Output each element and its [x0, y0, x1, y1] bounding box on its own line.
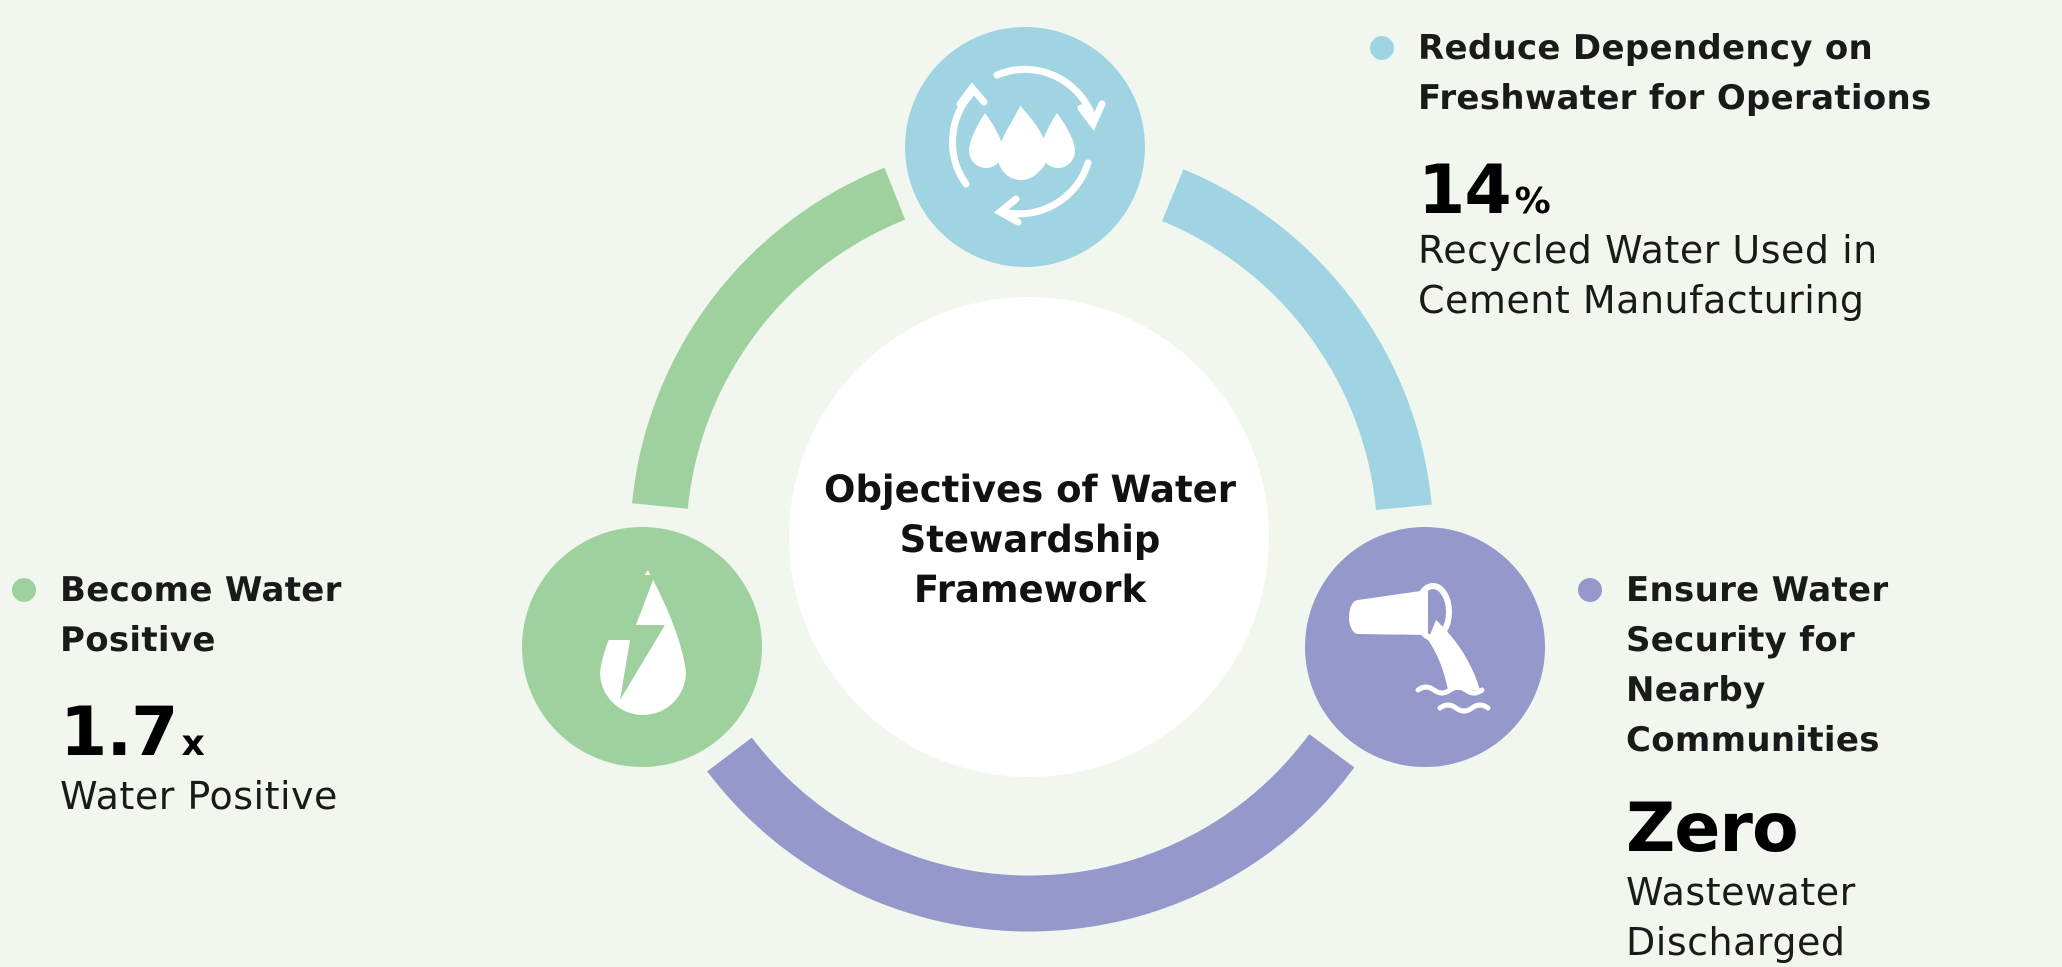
bullet-dot	[12, 578, 36, 602]
center-title: Objectives of Water Stewardship Framewor…	[823, 468, 1237, 611]
arc-blue-segment	[1161, 169, 1432, 511]
stat-unit: x	[181, 723, 205, 764]
stat-unit: %	[1514, 181, 1551, 222]
bullet-dot	[1578, 578, 1602, 602]
stat-value: Zero	[1626, 795, 2018, 863]
bullet-dot	[1370, 36, 1394, 60]
objective-heading: Reduce Dependency on Freshwater for Oper…	[1418, 28, 1932, 118]
objective-positive: Become Water Positive 1.7 x Water Positi…	[12, 565, 412, 821]
arc-green-segment	[632, 167, 906, 509]
stat-description: Wastewater Discharged	[1626, 870, 1856, 964]
stat-description: Recycled Water Used in Cement Manufactur…	[1418, 228, 1878, 322]
objective-community: Ensure Water Security for Nearby Communi…	[1578, 565, 2018, 967]
stat-number: 14	[1418, 151, 1512, 230]
stat-value: 1.7 x	[60, 699, 412, 767]
node-recycle	[905, 27, 1145, 267]
arc-purple-segment	[707, 734, 1355, 932]
node-water-positive	[522, 527, 762, 767]
center-circle	[789, 297, 1269, 777]
objective-heading-row: Ensure Water Security for Nearby Communi…	[1578, 565, 2018, 765]
stat-number: 1.7	[60, 693, 178, 772]
objective-heading: Ensure Water Security for Nearby Communi…	[1626, 570, 1889, 760]
discharge-pipe-icon	[1349, 583, 1491, 714]
water-energy-icon	[600, 570, 686, 715]
objective-freshwater: Reduce Dependency on Freshwater for Oper…	[1370, 23, 2050, 325]
stat-number: Zero	[1626, 789, 1799, 868]
stat-value: 14 %	[1418, 157, 2050, 225]
node-discharge	[1305, 527, 1545, 767]
stat-description: Water Positive	[60, 774, 338, 818]
objective-heading-row: Reduce Dependency on Freshwater for Oper…	[1370, 23, 2050, 123]
objective-heading-row: Become Water Positive	[12, 565, 412, 665]
objective-heading: Become Water Positive	[60, 570, 342, 660]
